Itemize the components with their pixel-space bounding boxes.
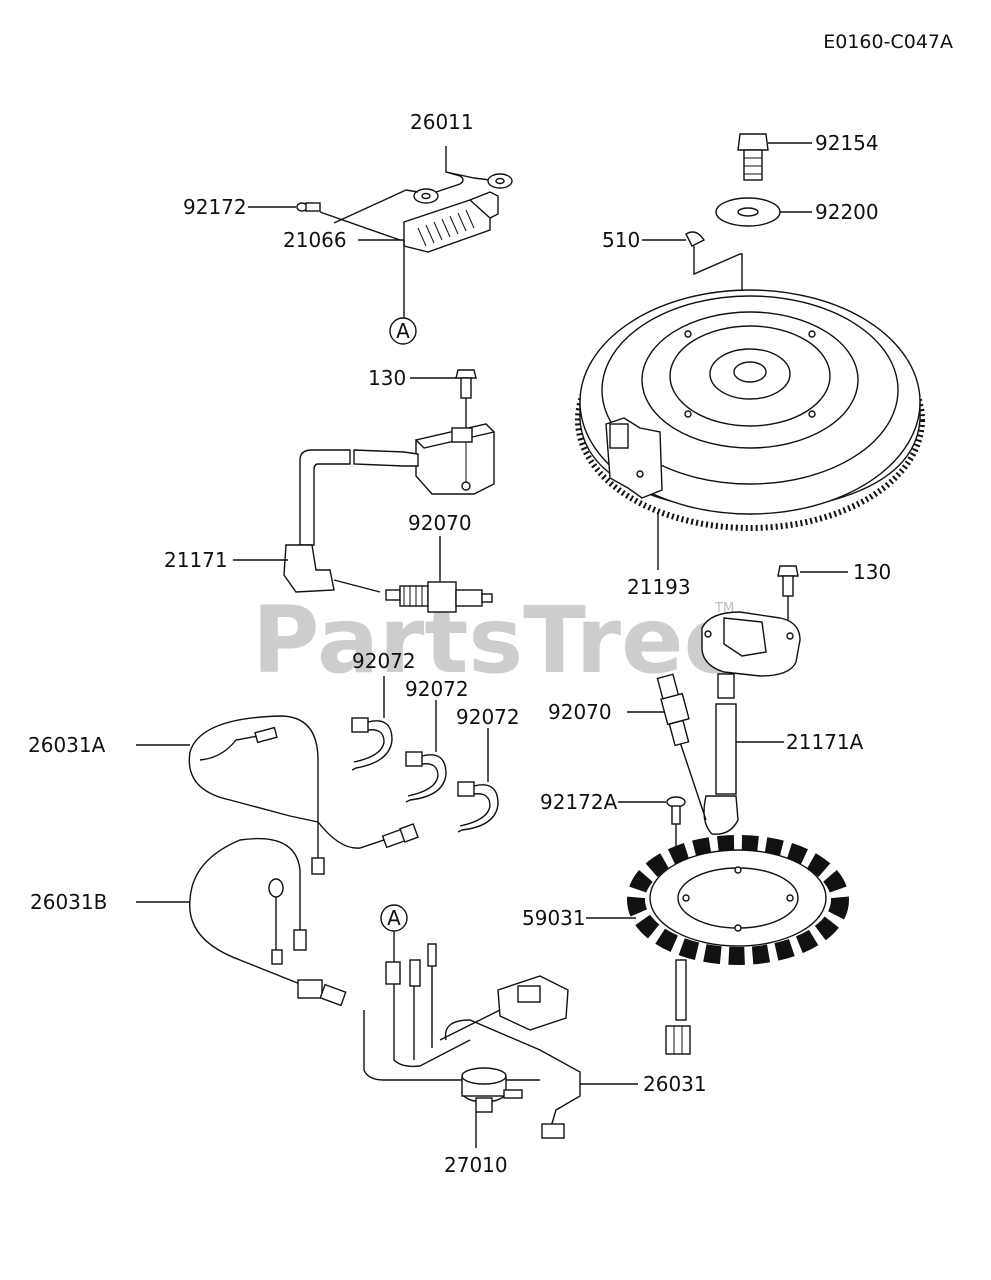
ref-a-top: A: [396, 319, 410, 343]
callout-26031B: 26031B: [30, 890, 107, 914]
part-59031-stator[interactable]: [627, 835, 849, 1055]
callout-92072-b: 92072: [405, 677, 469, 701]
part-92072-clamp-c[interactable]: [457, 781, 499, 833]
part-92070-spark-plug-right[interactable]: [656, 673, 690, 747]
part-26011-lead[interactable]: [413, 146, 513, 204]
callout-92070-top: 92070: [408, 511, 472, 535]
part-92070-spark-plug-top[interactable]: [385, 581, 493, 613]
callout-26011: 26011: [410, 110, 474, 134]
callout-21171: 21171: [164, 548, 228, 572]
callout-92172: 92172: [183, 195, 247, 219]
callout-21171A: 21171A: [786, 730, 864, 754]
callout-26031: 26031: [643, 1072, 707, 1096]
ref-a-bottom: A: [387, 906, 401, 930]
callout-21066: 21066: [283, 228, 347, 252]
callout-92154: 92154: [815, 131, 879, 155]
part-130-bolt-top[interactable]: [455, 369, 477, 399]
ref-circle-a-top: [389, 317, 417, 345]
callout-92072-a: 92072: [352, 649, 416, 673]
callout-59031: 59031: [522, 906, 586, 930]
callout-27010: 27010: [444, 1153, 508, 1177]
part-92072-clamp-a[interactable]: [351, 717, 393, 771]
part-26031B-harness[interactable]: [189, 837, 323, 999]
part-21171A-ignition-coil[interactable]: [675, 611, 801, 835]
callout-92200: 92200: [815, 200, 879, 224]
callout-510: 510: [602, 228, 640, 252]
part-21193-flywheel[interactable]: [575, 289, 925, 531]
part-21066-regulator[interactable]: [403, 191, 499, 253]
callout-130-top: 130: [368, 366, 406, 390]
part-26031-harness[interactable]: [319, 943, 581, 1139]
part-92154-bolt[interactable]: [737, 133, 769, 181]
part-92172-screw[interactable]: [296, 202, 321, 212]
callout-92172A: 92172A: [540, 790, 618, 814]
callout-92070-right: 92070: [548, 700, 612, 724]
part-510-key[interactable]: [685, 231, 706, 247]
part-92172A-screw[interactable]: [666, 796, 686, 825]
callout-130-right: 130: [853, 560, 891, 584]
diagram-code: E0160-C047A: [823, 31, 953, 53]
callout-21193: 21193: [627, 575, 691, 599]
callout-92072-c: 92072: [456, 705, 520, 729]
part-130-bolt-right[interactable]: [777, 565, 799, 597]
callout-26031A: 26031A: [28, 733, 106, 757]
part-26031A-harness[interactable]: [188, 715, 419, 875]
part-27010-oil-pressure-switch[interactable]: [461, 1067, 523, 1113]
part-92072-clamp-b[interactable]: [405, 751, 447, 803]
part-21171-ignition-coil[interactable]: [283, 423, 496, 593]
part-92200-washer[interactable]: [715, 197, 781, 227]
